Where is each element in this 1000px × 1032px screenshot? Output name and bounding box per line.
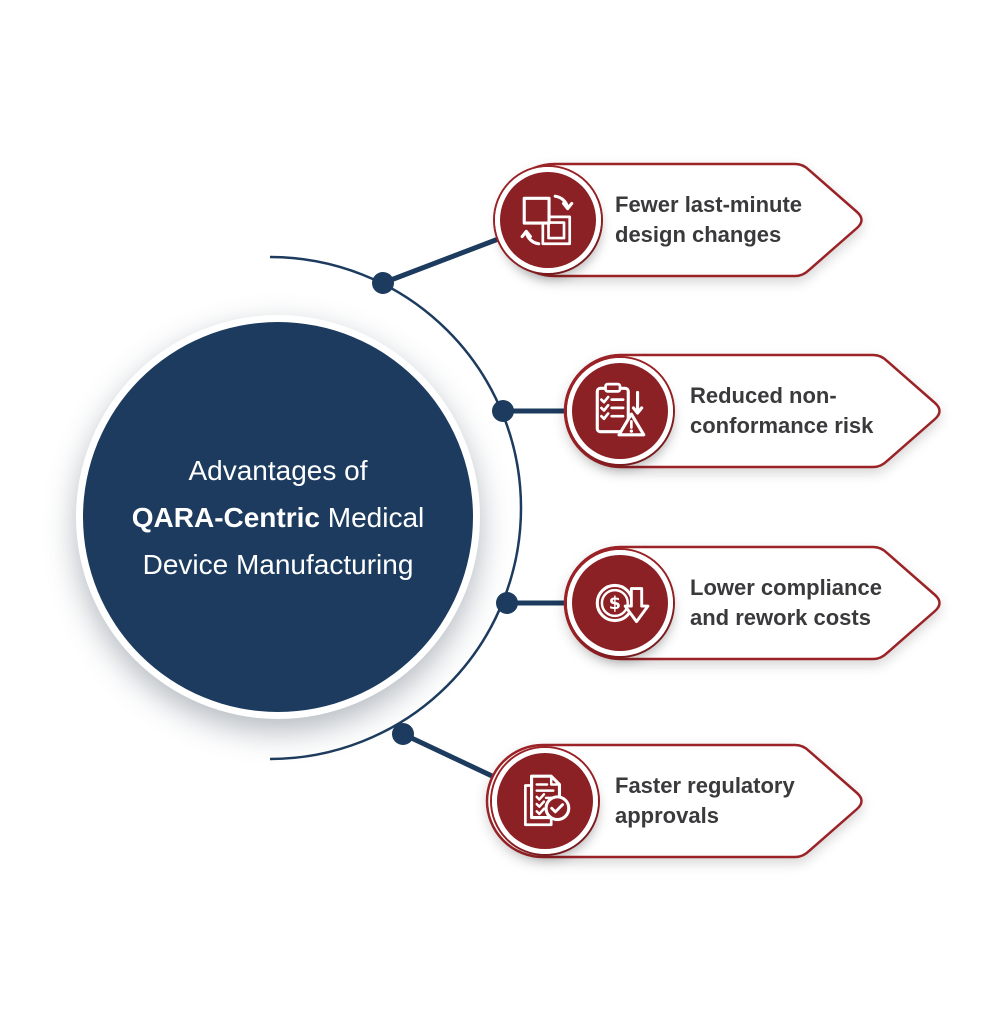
connector-dot: [392, 723, 414, 745]
nonconformance-risk-icon: [572, 363, 668, 459]
title-line2-bold: QARA-Centric: [131, 501, 320, 533]
design-change-icon: [500, 172, 596, 268]
benefit-label: Faster regulatory approvals: [615, 773, 795, 828]
title-line1: Advantages of: [188, 454, 368, 486]
cost-reduction-icon: $: [572, 555, 668, 651]
benefit-label: Fewer last-minute design changes: [615, 192, 803, 247]
title-line2-rest: Medical: [319, 501, 425, 533]
title-line3: Device Manufacturing: [142, 548, 414, 580]
svg-text:$: $: [609, 594, 621, 614]
regulatory-approval-icon: [497, 753, 593, 849]
connector-dot: [372, 272, 394, 294]
connector-dot: [496, 592, 518, 614]
connector-dot: [492, 400, 514, 422]
benefit-label: Reduced non- conformance risk: [690, 383, 874, 438]
page-title: Advantages of QARA-Centric Medical Devic…: [132, 447, 425, 588]
benefit-label: Lower compliance and rework costs: [690, 575, 882, 630]
main-circle: Advantages of QARA-Centric Medical Devic…: [83, 322, 473, 712]
